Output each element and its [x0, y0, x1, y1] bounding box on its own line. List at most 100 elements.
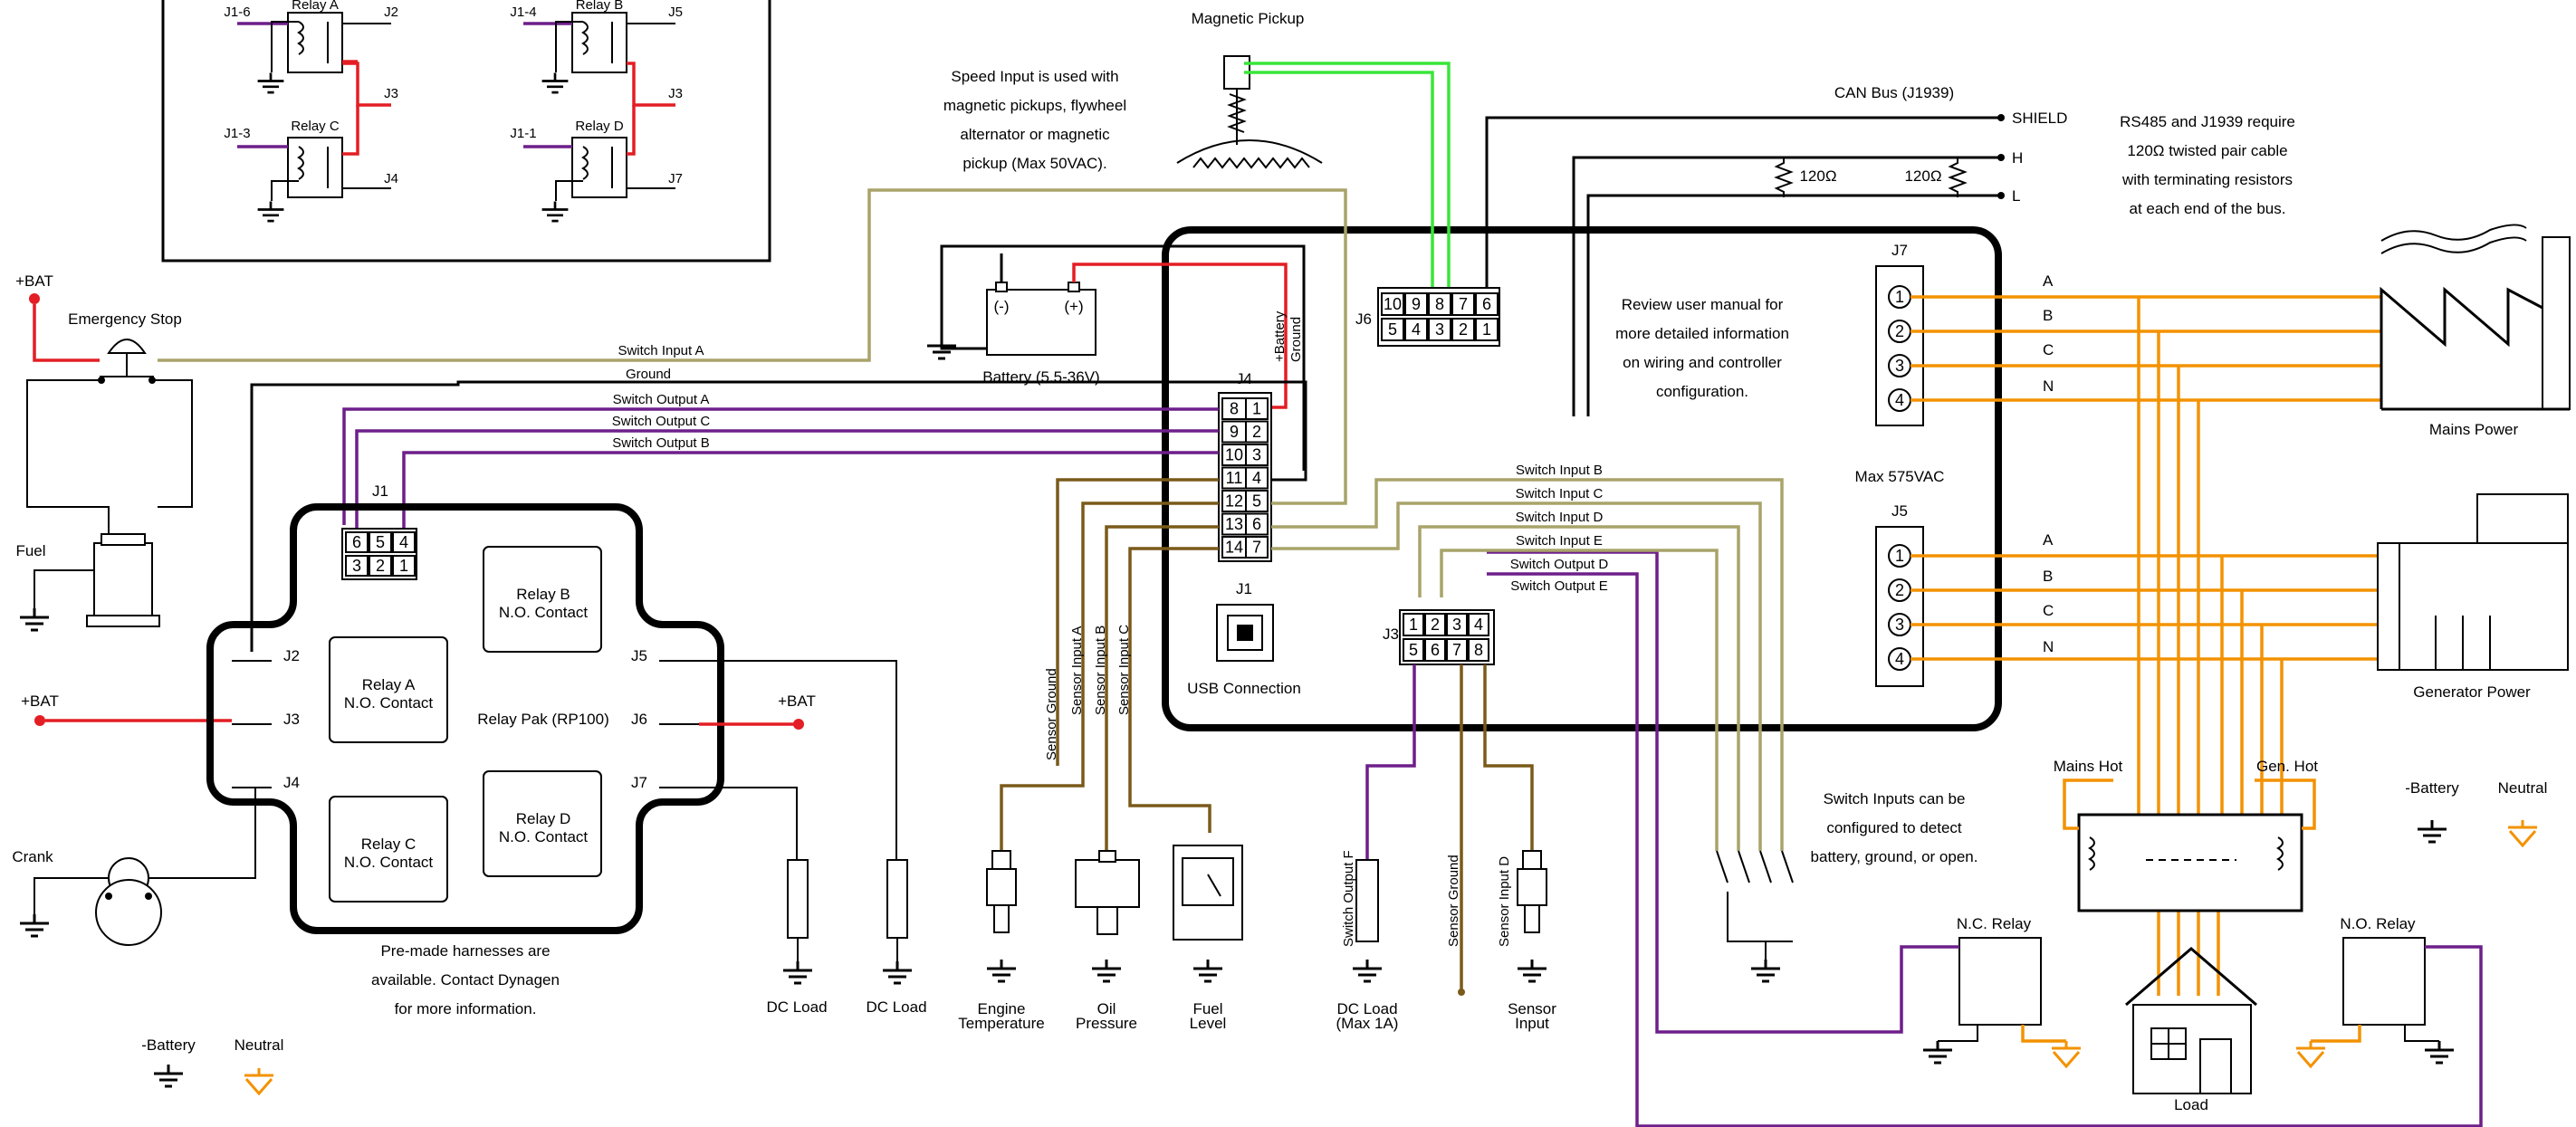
- speed-note-line-1: Speed Input is used with: [951, 68, 1118, 85]
- mains-power-label: Mains Power: [2429, 421, 2519, 438]
- phase-n-gen: N: [2043, 638, 2054, 655]
- relay-b-box-line-2: N.O. Contact: [499, 604, 589, 621]
- j4-pin-4: 4: [1252, 469, 1261, 487]
- phase-n-mains: N: [2043, 377, 2054, 395]
- rp-j1-pin-2: 2: [376, 557, 385, 575]
- relay-c-left-label: J1-3: [224, 126, 250, 141]
- load-house: Load: [2125, 947, 2257, 1113]
- relay-c-box-line-2: N.O. Contact: [344, 854, 434, 871]
- generator-power: Generator Power: [2377, 493, 2569, 701]
- j4-pin-2-cell: [1245, 420, 1269, 444]
- relay-d-left-label: J1-1: [510, 126, 536, 141]
- j4-pin-1: 1: [1252, 400, 1261, 418]
- switch-input-e-label: Switch Input E: [1516, 533, 1603, 549]
- relay-d-title: Relay D: [575, 119, 624, 134]
- switch-input-c-label: Switch Input C: [1516, 486, 1604, 501]
- rp-j1-pin-6: 6: [352, 533, 361, 551]
- j4-pin-9: 9: [1230, 423, 1239, 441]
- sensors: Sensor Ground Sensor Input A Sensor Inpu…: [958, 478, 1243, 1032]
- relay-a-right-label: J2: [384, 5, 398, 20]
- ground-label: Ground: [626, 367, 671, 382]
- j3-pin-4: 4: [1474, 616, 1483, 634]
- neutral-right-label: Neutral: [2498, 779, 2548, 797]
- j3-pin-8: 8: [1474, 641, 1483, 659]
- j4-pin-5-cell: [1245, 490, 1269, 512]
- usb-connector: J1 USB Connection: [1187, 580, 1301, 697]
- j6-pin-8: 8: [1435, 295, 1444, 313]
- relay-a-box-line-2: N.O. Contact: [344, 694, 434, 712]
- sensor-input-b-label: Sensor Input B: [1093, 626, 1108, 715]
- j6-pin-5: 5: [1388, 320, 1397, 339]
- rp-j1-pin-3: 3: [352, 557, 361, 575]
- plus-battery-label: +Battery: [1272, 310, 1288, 362]
- rp-j2-label: J2: [283, 647, 300, 664]
- emergency-stop-label: Emergency Stop: [68, 310, 182, 328]
- can-bus-label: CAN Bus (J1939): [1834, 84, 1954, 101]
- j4-pin-6: 6: [1252, 515, 1261, 533]
- speed-note-line-3: alternator or magnetic: [960, 126, 1110, 143]
- switch-inputs-note-1: Switch Inputs can be: [1824, 790, 1966, 807]
- switch-output-d-label: Switch Output D: [1510, 557, 1609, 572]
- dc-load-max-label-1: DC Load: [1336, 1000, 1397, 1017]
- battery: (-) (+) Battery (5.5-36V) +Battery Groun…: [925, 244, 1306, 471]
- review-note-line-2: more detailed information: [1615, 325, 1789, 342]
- j6-pin-10-cell: [1381, 292, 1404, 316]
- j3-pin-2-cell: [1424, 613, 1446, 636]
- j7-pin-3: 3: [1895, 357, 1904, 375]
- emergency-stop: +BAT Emergency Stop: [15, 272, 193, 580]
- j3-pin-6-cell: [1424, 638, 1446, 662]
- j7-pin-2: 2: [1895, 322, 1904, 340]
- dc-load-2-label: DC Load: [866, 998, 926, 1016]
- rs485-note: RS485 and J1939 require 120Ω twisted pai…: [2120, 113, 2295, 217]
- h-label: H: [2012, 149, 2023, 167]
- j6-pin-6-cell: [1475, 292, 1499, 316]
- j6-pin-2-cell: [1451, 318, 1475, 341]
- dc-load-label: DC Load: [766, 998, 827, 1016]
- resistor-1-label: 120Ω: [1799, 167, 1836, 185]
- j6-pin-8-cell: [1428, 292, 1451, 316]
- left-legend: -Battery Neutral: [141, 1036, 284, 1095]
- rp-j1-pin-4: 4: [399, 533, 408, 551]
- rp-j1-pin-3-cell: [345, 555, 369, 577]
- ac-wiring: A B C N A B C N: [1910, 272, 2381, 996]
- fuel-label: Fuel: [15, 542, 45, 559]
- neutral-left-label: Neutral: [235, 1036, 284, 1054]
- j6-label: J6: [1355, 310, 1372, 328]
- speed-input-note: Speed Input is used with magnetic pickup…: [943, 68, 1126, 172]
- j4-pin-12: 12: [1225, 492, 1243, 511]
- phase-a-gen: A: [2043, 531, 2054, 549]
- max-vac-label: Max 575VAC: [1855, 468, 1945, 485]
- switch-output-b-label: Switch Output B: [612, 435, 710, 451]
- j3-pin-1: 1: [1409, 616, 1418, 634]
- ground-vertical-label: Ground: [1288, 317, 1304, 362]
- j3-label: J3: [1383, 626, 1399, 643]
- j6-pin-2: 2: [1459, 320, 1468, 339]
- relay-a-schematic: Relay A J1-6 J2: [224, 0, 398, 94]
- rp-j4-label: J4: [283, 774, 300, 791]
- relay-c-title: Relay C: [291, 119, 340, 134]
- review-note-line-3: on wiring and controller: [1623, 354, 1782, 371]
- relay-a-left-label: J1-6: [224, 5, 250, 20]
- review-note-line-1: Review user manual for: [1622, 296, 1784, 313]
- fuel-solenoid: Fuel: [15, 533, 160, 632]
- review-note: Review user manual for more detailed inf…: [1615, 296, 1789, 400]
- engine-temp-label-1: Engine: [978, 1000, 1026, 1017]
- j4-pin-2: 2: [1252, 423, 1261, 441]
- j4-pin-6-cell: [1245, 512, 1269, 536]
- rp-j3-label: J3: [283, 711, 300, 728]
- magnetic-pickup: Magnetic Pickup: [1176, 10, 1451, 288]
- j4-label: J4: [1236, 370, 1252, 387]
- j3-pin-8-cell: [1468, 638, 1489, 662]
- rs485-note-line-1: RS485 and J1939 require: [2120, 113, 2295, 130]
- rp-j1-pin-1: 1: [399, 557, 408, 575]
- nc-relay: N.C. Relay: [1921, 915, 2083, 1068]
- load-label: Load: [2174, 1096, 2208, 1113]
- transfer-switch: Mains Hot Gen. Hot: [2054, 758, 2318, 912]
- switch-inputs-note-3: battery, ground, or open.: [1811, 848, 1978, 865]
- sensor-input-label-1: Sensor: [1508, 1000, 1556, 1017]
- relay-b-right-label: J5: [668, 5, 683, 20]
- switch-input-a-label: Switch Input A: [618, 343, 704, 358]
- relay-d-right-label: J7: [668, 171, 683, 186]
